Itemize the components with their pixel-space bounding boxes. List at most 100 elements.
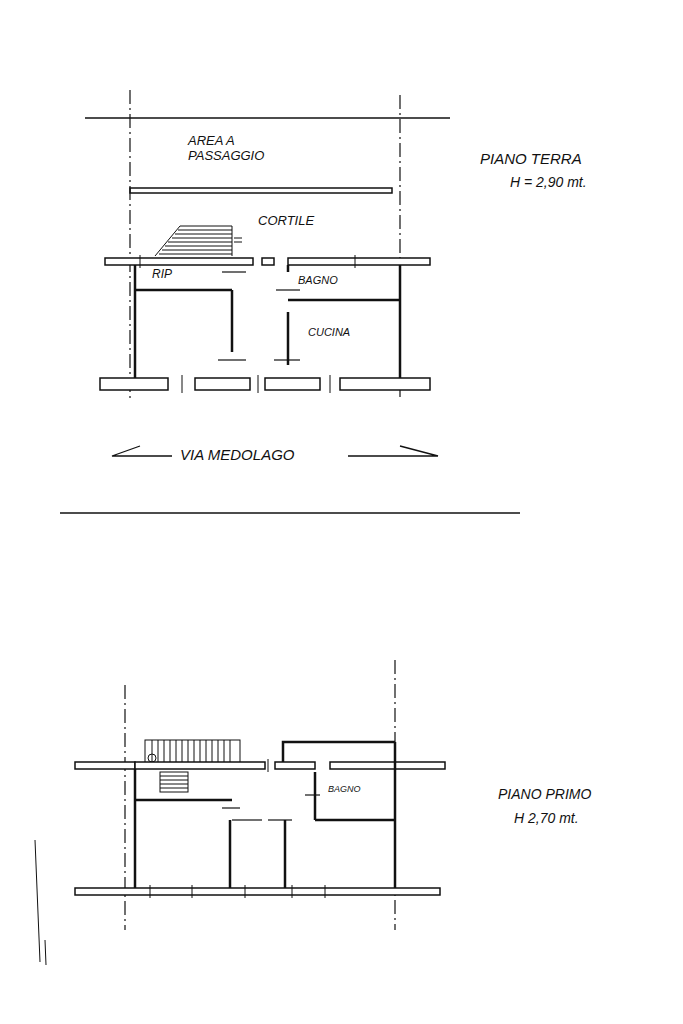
stair-symbol — [194, 740, 195, 764]
window-mark — [330, 375, 331, 393]
stair-symbol — [162, 250, 232, 251]
stair-symbol — [165, 246, 232, 247]
room-label: CORTILE — [256, 214, 316, 229]
door-mark — [218, 272, 300, 360]
area-label: AREA A PASSAGGIO — [186, 134, 302, 164]
door-mark — [222, 795, 320, 820]
window-mark — [355, 255, 356, 268]
partition-wall — [134, 769, 137, 888]
stair-symbol — [200, 740, 201, 764]
door-mark — [218, 359, 246, 360]
stair-symbol — [230, 740, 231, 764]
partition-wall — [288, 299, 400, 302]
wall — [75, 762, 135, 769]
partition-wall — [399, 265, 402, 378]
stair-symbol — [160, 776, 188, 777]
wall — [330, 762, 445, 769]
partition-wall — [287, 312, 290, 365]
wall — [340, 378, 430, 390]
room-label: BAGNO — [326, 784, 363, 794]
partition-wall — [135, 265, 400, 378]
stair-symbol — [160, 788, 188, 789]
stair-symbol — [234, 242, 242, 243]
stair-symbol — [234, 238, 242, 239]
stair-symbol — [212, 740, 213, 764]
partition-wall — [135, 799, 232, 802]
window-mark — [325, 885, 326, 898]
height-dimension: H 2,70 mt. — [512, 810, 581, 826]
room-label: RIP — [150, 268, 174, 282]
stair-symbol — [159, 254, 232, 255]
window-mark — [292, 885, 293, 898]
fence — [130, 188, 392, 193]
door-mark — [232, 819, 262, 820]
stair-symbol — [188, 740, 189, 764]
wall — [135, 762, 265, 769]
window-mark — [140, 255, 141, 268]
partition-wall — [394, 742, 397, 888]
stair-symbol — [176, 740, 177, 764]
window-mark — [182, 375, 183, 393]
street-name: VIA MEDOLAGO — [178, 446, 296, 463]
partition-wall — [231, 290, 234, 352]
axis-line — [129, 90, 130, 400]
wall — [75, 762, 445, 895]
axis-line — [130, 90, 400, 400]
stair-symbol — [206, 740, 207, 764]
stair-symbol — [218, 740, 219, 764]
window-mark — [140, 255, 355, 393]
wall — [265, 378, 320, 390]
wall — [288, 258, 430, 265]
stair-symbol — [175, 234, 232, 235]
margin-mark — [35, 840, 40, 962]
door-mark — [222, 807, 240, 808]
wall — [195, 378, 250, 390]
stair-symbol — [168, 242, 232, 243]
door-mark — [222, 271, 246, 272]
wall — [75, 888, 440, 895]
wall — [100, 378, 168, 390]
floor-title: PIANO PRIMO — [496, 786, 593, 802]
window-mark — [150, 759, 325, 898]
street-arrow — [348, 446, 438, 456]
partition-wall — [284, 820, 287, 888]
stair-symbol — [160, 784, 188, 785]
window-mark — [245, 885, 246, 898]
stair-symbol — [155, 226, 232, 256]
partition-wall — [135, 742, 395, 888]
stair-symbol — [164, 740, 165, 764]
stair-symbol — [155, 226, 242, 256]
floor-title: PIANO TERRA — [478, 150, 584, 167]
window-mark — [268, 759, 269, 772]
door-mark — [274, 359, 300, 360]
axis-line — [399, 95, 400, 400]
boundary-line — [85, 117, 450, 119]
stair-symbol — [158, 740, 159, 764]
window-mark — [258, 375, 259, 393]
stair-symbol — [160, 772, 188, 792]
door-mark — [276, 289, 300, 290]
separator-line — [60, 512, 520, 514]
partition-wall — [135, 289, 232, 292]
partition-wall — [315, 819, 395, 822]
partition-wall — [283, 742, 395, 762]
boundary-line — [85, 117, 450, 119]
stair-symbol — [170, 740, 171, 764]
partition-wall — [134, 265, 137, 378]
wall — [275, 762, 315, 769]
stair-symbol — [224, 740, 225, 764]
street-arrow — [112, 446, 172, 456]
stair-symbol — [172, 238, 232, 239]
room-label: CUCINA — [306, 326, 352, 339]
stair-symbol — [160, 780, 188, 781]
wall — [262, 258, 274, 265]
stair-symbol — [145, 740, 240, 764]
wall — [105, 258, 253, 265]
margin-mark — [45, 940, 46, 965]
wall — [100, 258, 430, 390]
partition-wall — [314, 772, 317, 820]
partition-wall — [287, 265, 290, 272]
partition-wall — [229, 820, 232, 888]
door-mark — [305, 794, 320, 795]
height-dimension: H = 2,90 mt. — [508, 174, 589, 190]
